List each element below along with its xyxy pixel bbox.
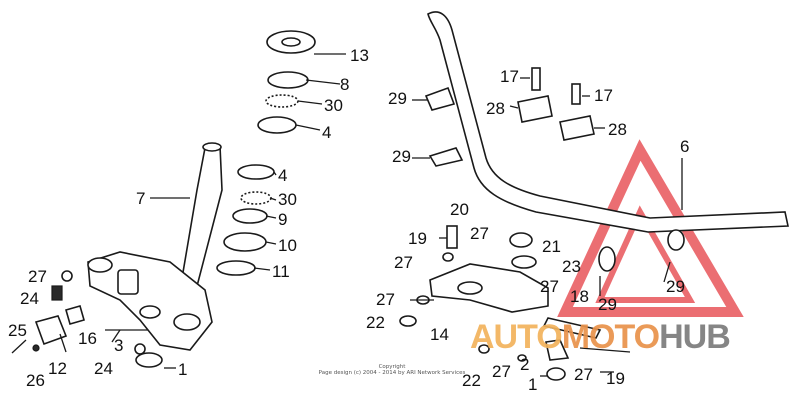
callout-label: 14	[430, 325, 449, 344]
callout-label: 23	[562, 257, 581, 276]
handlebar-assembly	[399, 11, 789, 381]
callout-label: 19	[606, 369, 625, 388]
callout-label: 13	[350, 46, 369, 65]
callout-label: 24	[20, 289, 39, 308]
callout-label: 21	[542, 237, 561, 256]
copyright-line: Copyright	[378, 364, 406, 370]
callout-label: 10	[278, 236, 297, 255]
callout-label: 17	[500, 67, 519, 86]
copyright-notice: Copyright Page design (c) 2004 - 2014 by…	[302, 364, 482, 376]
steering-stem-assembly	[11, 30, 316, 368]
callout-label: 27	[492, 362, 511, 381]
callout-label: 30	[278, 190, 297, 209]
callout-label: 22	[366, 313, 385, 332]
copyright-line: Page design (c) 2004 - 2014 by ARI Netwo…	[318, 370, 466, 376]
callout-label: 16	[78, 329, 97, 348]
callout-label: 8	[340, 75, 350, 94]
callout-label: 29	[388, 89, 407, 108]
callout-label: 7	[136, 189, 146, 208]
callout-label: 6	[680, 137, 690, 156]
callout-label: 29	[392, 147, 411, 166]
watermark-moto: MOTO	[561, 318, 660, 356]
callout-label: 17	[594, 86, 613, 105]
callout-label: 18	[570, 287, 589, 306]
watermark-hub: HUB	[659, 318, 731, 356]
callout-label: 22	[462, 371, 481, 390]
callout-label: 12	[48, 359, 67, 378]
callout-label: 27	[540, 277, 559, 296]
callout-label: 9	[278, 210, 288, 229]
callout-label: 3	[114, 336, 124, 355]
callout-label: 27	[394, 253, 413, 272]
callout-label: 25	[8, 321, 27, 340]
callout-label: 11	[272, 262, 290, 281]
watermark-auto: AUTO	[470, 318, 563, 356]
callout-label: 28	[486, 99, 505, 118]
callout-label: 1	[178, 360, 188, 379]
callout-label: 20	[450, 200, 469, 219]
callout-label: 29	[598, 295, 617, 314]
callout-label: 28	[608, 120, 627, 139]
callout-label: 29	[666, 277, 685, 296]
callout-label: 4	[322, 123, 332, 142]
callout-label: 26	[26, 371, 45, 390]
leader-lines	[59, 53, 683, 377]
callout-label: 27	[376, 290, 395, 309]
callout-label: 24	[94, 359, 113, 378]
callout-label: 2	[520, 355, 530, 374]
callout-label: 27	[574, 365, 593, 384]
callout-label: 19	[408, 229, 427, 248]
callout-label: 30	[324, 96, 343, 115]
callout-label: 1	[528, 375, 538, 394]
callout-label: 27	[28, 267, 47, 286]
watermark-logo: AUTOMOTOHUB	[470, 318, 731, 357]
callout-label: 4	[278, 166, 288, 185]
callout-label: 27	[470, 224, 489, 243]
